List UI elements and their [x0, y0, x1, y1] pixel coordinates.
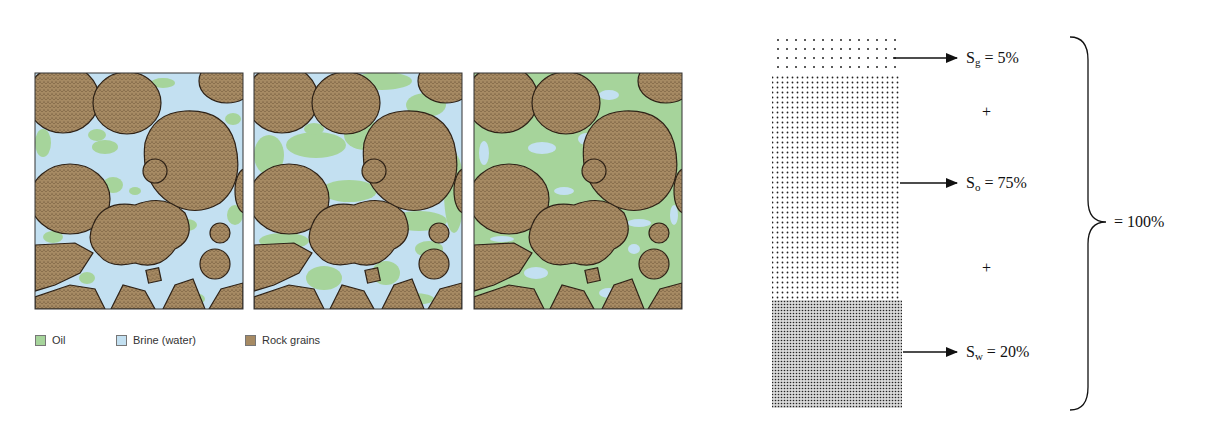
pore-panel [554, 187, 574, 195]
saturation-label: Sw = 20% [966, 342, 1029, 361]
saturation-label: Sg = 5% [966, 48, 1019, 67]
pore-panel [474, 73, 682, 309]
pore-panel [92, 140, 118, 154]
saturation-label: So = 75% [966, 173, 1027, 192]
plus-sign: + [982, 102, 991, 121]
pore-panel [528, 142, 556, 154]
pointer-arrow [893, 57, 957, 58]
pore-panel [479, 141, 489, 165]
pore-panel [225, 113, 241, 125]
pore-panel [627, 219, 651, 227]
pore-panel [670, 205, 678, 225]
saturation-column [772, 37, 902, 408]
legend-entry: Oil [35, 334, 65, 346]
pore-panel [254, 73, 462, 309]
total-label: = 100% [1114, 212, 1164, 231]
pore-panel [474, 73, 682, 309]
pore-panel [466, 59, 694, 309]
pore-panel [474, 73, 682, 309]
legend-text: Brine (water) [133, 334, 196, 346]
legend-text: Rock grains [262, 334, 320, 346]
legend-swatch [35, 335, 46, 346]
legend-text: Oil [52, 334, 65, 346]
saturation-column [772, 37, 898, 74]
pore-panel [599, 90, 619, 100]
legend-entry: Rock grains [245, 334, 320, 346]
legend-swatch [116, 335, 127, 346]
pore-panel [628, 244, 640, 254]
pore-panel [246, 59, 474, 309]
pore-panel [286, 132, 346, 158]
legend-swatch [245, 335, 256, 346]
saturation-column [772, 75, 900, 300]
saturation-column [772, 300, 902, 408]
pointer-arrow [903, 351, 957, 352]
pore-panel [88, 129, 106, 141]
pore-panel [35, 73, 243, 309]
pore-panel [35, 73, 243, 309]
pointer-arrow [900, 182, 957, 183]
pointer-arrow [893, 58, 957, 352]
pore-panel [254, 73, 462, 309]
pore-panel [254, 73, 462, 309]
pore-panel [306, 266, 342, 290]
pore-panel [35, 129, 51, 157]
pore-panel [27, 59, 255, 309]
pore-panel [35, 73, 243, 309]
curly-brace [1070, 37, 1106, 410]
plus-sign: + [982, 258, 991, 277]
pore-panel [129, 187, 141, 195]
pore-panel [490, 236, 514, 242]
legend-entry: Brine (water) [116, 334, 196, 346]
pore-panel [79, 272, 95, 284]
pore-panel [524, 267, 548, 279]
